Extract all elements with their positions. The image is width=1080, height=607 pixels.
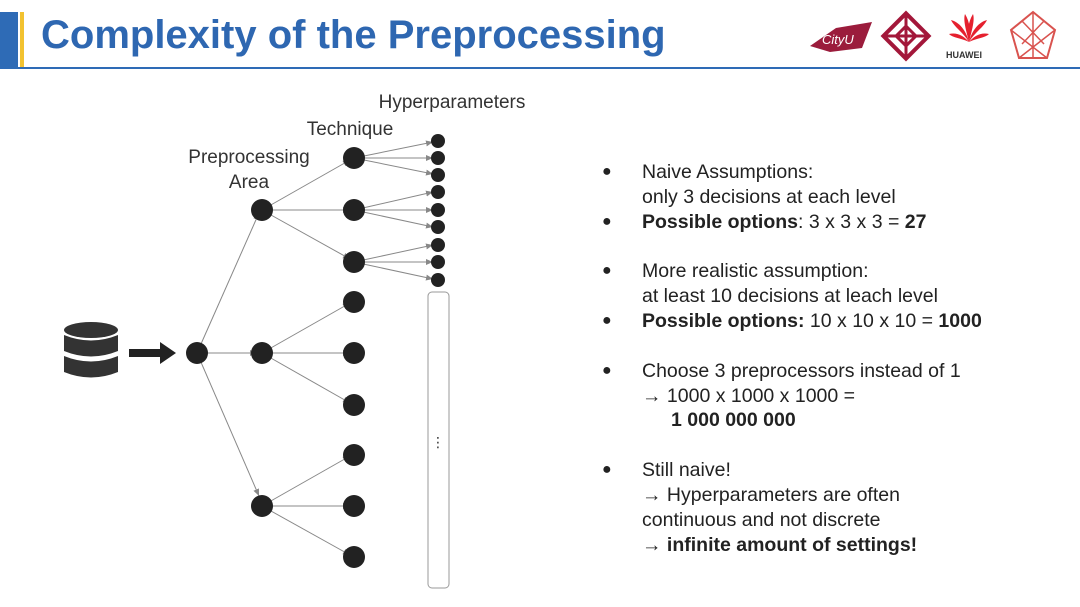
bullet-item: More realistic assumption:at least 10 de…	[596, 259, 1066, 309]
hyperparameter-node	[431, 203, 445, 217]
hyperparameter-node	[431, 134, 445, 148]
bullet-bold-text: infinite amount of settings!	[666, 533, 918, 556]
bullet-item: Naive Assumptions:only 3 decisions at ea…	[596, 160, 1066, 210]
technique-node	[343, 394, 365, 416]
bullet-text: More realistic assumption:	[642, 260, 869, 283]
bullet-item: Still naive!→ Hyperparameters are oftenc…	[596, 458, 1066, 557]
title-accent-bar	[0, 12, 18, 67]
huawei-logo: HUAWEI	[946, 14, 989, 60]
bullet-result: 1000	[938, 309, 982, 332]
bullet-text: Still naive!	[642, 459, 731, 482]
area-node	[251, 199, 273, 221]
technique-node	[343, 444, 365, 466]
bullet-text: → 1000 x 1000 x 1000 =	[642, 384, 856, 407]
bullet-text: continuous and not discrete	[642, 508, 881, 531]
bullet-text: only 3 decisions at each level	[642, 185, 896, 208]
technique-label: Technique	[307, 119, 394, 140]
technique-node	[343, 546, 365, 568]
bullet-text: →	[642, 533, 667, 556]
bullet-result: 27	[904, 210, 927, 233]
logo-strip: CityU HUAWEI	[810, 10, 1057, 62]
hyperparameter-node	[431, 168, 445, 182]
database-icon	[64, 322, 118, 378]
area-node	[251, 495, 273, 517]
technique-node	[343, 199, 365, 221]
decision-tree-diagram: ⋮ Hyperparameters Technique Preprocessin…	[64, 92, 526, 589]
technique-node	[343, 495, 365, 517]
cityu-logo-text: CityU	[822, 32, 854, 47]
hyperparameter-continuation-box	[427, 291, 450, 589]
bullet-text: Choose 3 preprocessors instead of 1	[642, 359, 961, 382]
ellipsis-mark: ⋮	[431, 435, 445, 451]
hyperparameter-node	[431, 238, 445, 252]
tree-nodes	[186, 134, 445, 568]
area-node	[251, 342, 273, 364]
bullet-item: Possible options: 3 x 3 x 3 = 27	[596, 210, 1066, 235]
title-underline	[0, 67, 1080, 69]
hyperparameter-node	[431, 220, 445, 234]
hyperparameters-label: Hyperparameters	[379, 92, 526, 113]
root-node	[186, 342, 208, 364]
hyperparameter-node	[431, 151, 445, 165]
hyperparameter-node	[431, 273, 445, 287]
bullet-item: Possible options: 10 x 10 x 10 = 1000	[596, 309, 1066, 334]
bullet-bold-text: Possible options:	[642, 309, 805, 332]
bullet-result: 1 000 000 000	[671, 409, 796, 432]
polyu-logo	[880, 10, 932, 62]
bullet-bold-text: Possible options	[642, 210, 799, 233]
bullet-text: → Hyperparameters are often	[642, 483, 900, 506]
technique-node	[343, 251, 365, 273]
technique-node	[343, 147, 365, 169]
title-accent-stripe	[20, 12, 24, 67]
input-arrow-icon	[129, 342, 176, 364]
hyperparameter-node	[431, 185, 445, 199]
bullet-text: : 3 x 3 x 3 =	[798, 210, 905, 233]
technique-node	[343, 342, 365, 364]
hyperparameter-node	[431, 255, 445, 269]
huawei-logo-text: HUAWEI	[946, 50, 982, 60]
bullet-text: 10 x 10 x 10 =	[804, 309, 939, 332]
partner-logo	[1009, 10, 1057, 59]
bullet-text: at least 10 decisions at leach level	[642, 285, 938, 308]
area-label-line1: Preprocessing	[188, 147, 309, 168]
area-label-line2: Area	[229, 172, 270, 193]
technique-node	[343, 291, 365, 313]
bullet-text: Naive Assumptions:	[642, 161, 814, 183]
tree-edges	[196, 140, 434, 556]
slide-title: Complexity of the Preprocessing	[41, 13, 666, 57]
bullet-list: Naive Assumptions:only 3 decisions at ea…	[596, 160, 1066, 557]
bullet-item: Choose 3 preprocessors instead of 1→ 100…	[596, 359, 1066, 433]
cityu-logo: CityU	[810, 22, 872, 52]
